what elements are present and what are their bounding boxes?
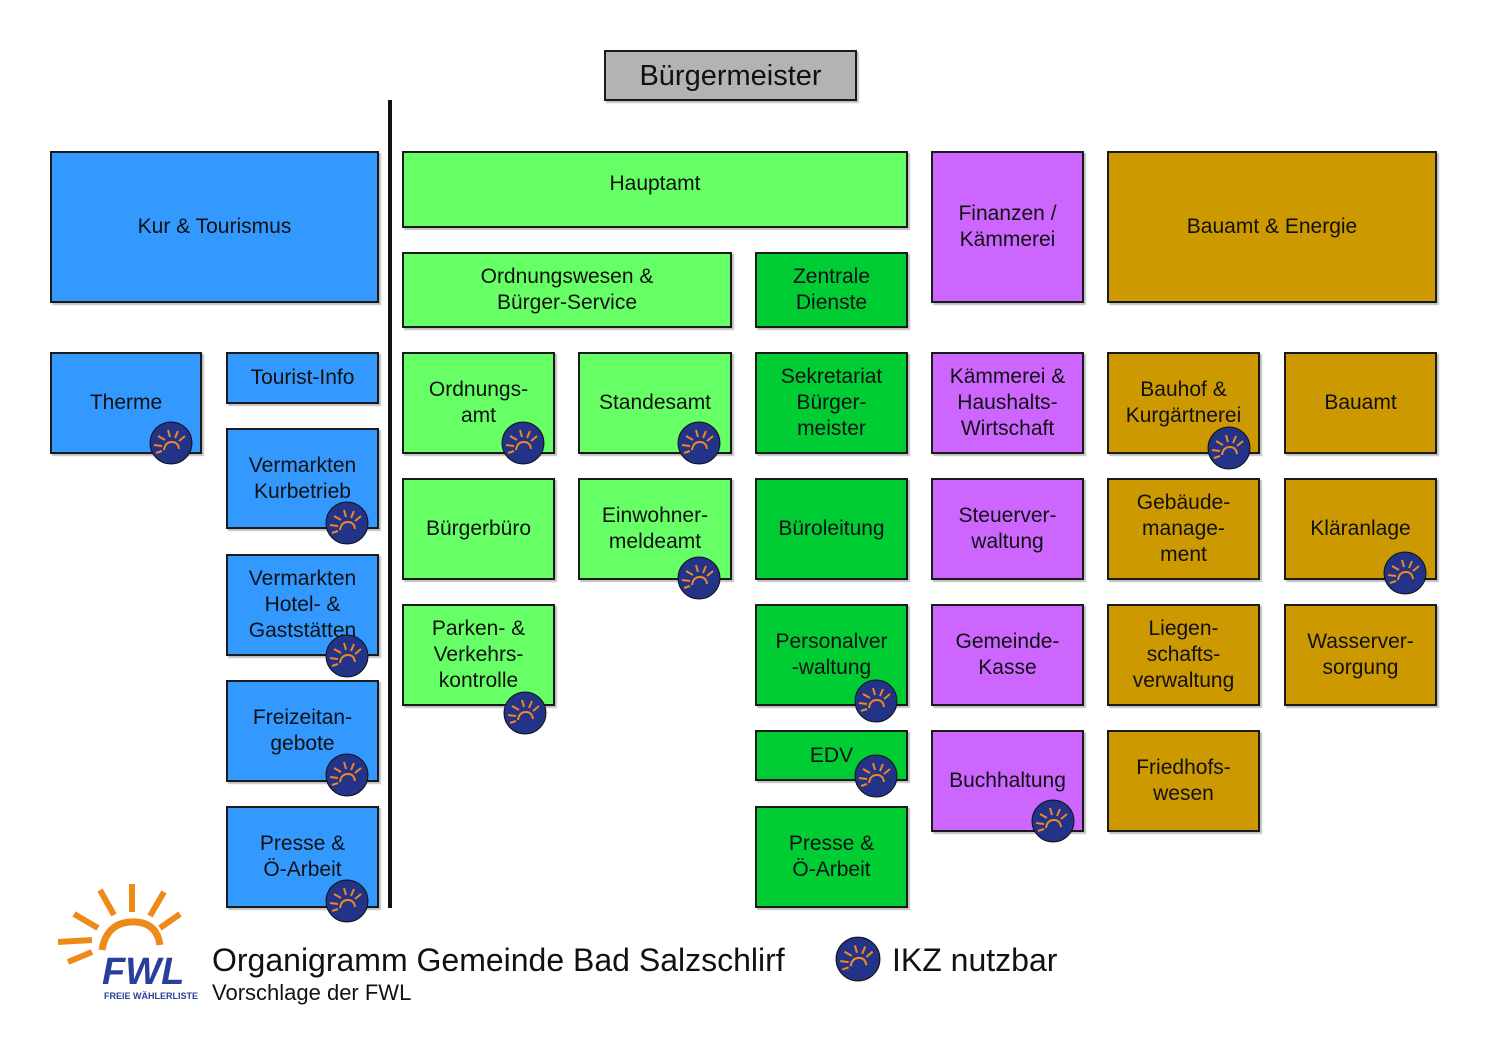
bauamt-head: Bauamt & Energie xyxy=(1107,151,1437,303)
ikz-badge-icon xyxy=(324,633,370,679)
unit-sekretariat: Sekretariat Bürger- meister xyxy=(755,352,908,454)
unit-therme: Therme xyxy=(50,352,202,454)
unit-presse-kur: Presse & Ö-Arbeit xyxy=(226,806,379,908)
ikz-badge-icon xyxy=(502,690,548,736)
ikz-badge-icon xyxy=(853,678,899,724)
unit-bauamt: Bauamt xyxy=(1284,352,1437,454)
column-divider xyxy=(388,100,392,908)
ikz-badge-icon xyxy=(676,555,722,601)
ikz-badge-icon xyxy=(500,420,546,466)
svg-text:FREIE WÄHLERLISTE: FREIE WÄHLERLISTE xyxy=(104,991,198,1001)
ikz-badge-icon xyxy=(1030,798,1076,844)
unit-steuerverwaltung: Steuerver- waltung xyxy=(931,478,1084,580)
ikz-badge-icon xyxy=(324,752,370,798)
hauptamt-head: Hauptamt xyxy=(402,151,908,228)
unit-edv: EDV xyxy=(755,730,908,781)
ikz-badge-icon xyxy=(1206,425,1252,471)
ikz-badge-icon xyxy=(148,420,194,466)
ikz-badge-icon xyxy=(1382,550,1428,596)
sun-logo-icon: FWL FREIE WÄHLERLISTE xyxy=(57,884,198,1001)
finanzen-head: Finanzen / Kämmerei xyxy=(931,151,1084,303)
legend-ikz-icon xyxy=(834,935,882,983)
unit-kaemmerei: Kämmerei & Haushalts- Wirtschaft xyxy=(931,352,1084,454)
footer-title: Organigramm Gemeinde Bad Salzschlirf xyxy=(212,942,785,978)
buergermeister-box: Bürgermeister xyxy=(604,50,857,101)
kur-tourismus-head: Kur & Tourismus xyxy=(50,151,379,303)
unit-wasserversorgung: Wasserver- sorgung xyxy=(1284,604,1437,706)
zentrale-dienste-head: Zentrale Dienste xyxy=(755,252,908,328)
ikz-badge-icon xyxy=(324,500,370,546)
unit-bueroleitung: Büroleitung xyxy=(755,478,908,580)
unit-buergerbuero: Bürgerbüro xyxy=(402,478,555,580)
unit-tourist-info: Tourist-Info xyxy=(226,352,379,404)
unit-gebaeudemanagement: Gebäude- manage- ment xyxy=(1107,478,1260,580)
ordnungswesen-head: Ordnungswesen & Bürger-Service xyxy=(402,252,732,328)
unit-gemeindekasse: Gemeinde- Kasse xyxy=(931,604,1084,706)
unit-parken-verkehr: Parken- & Verkehrs- kontrolle xyxy=(402,604,555,706)
unit-presse-zentral: Presse & Ö-Arbeit xyxy=(755,806,908,908)
unit-liegenschaftsverwaltung: Liegen- schafts- verwaltung xyxy=(1107,604,1260,706)
unit-friedhofswesen: Friedhofs- wesen xyxy=(1107,730,1260,832)
fwl-logo: FWL FREIE WÄHLERLISTE xyxy=(52,880,202,1005)
legend-label: IKZ nutzbar xyxy=(892,942,1058,978)
footer-subtitle: Vorschlage der FWL xyxy=(212,980,412,1005)
ikz-badge-icon xyxy=(676,420,722,466)
ikz-badge-icon xyxy=(853,753,899,799)
ikz-badge-icon xyxy=(324,878,370,924)
svg-text:FWL: FWL xyxy=(102,951,184,993)
